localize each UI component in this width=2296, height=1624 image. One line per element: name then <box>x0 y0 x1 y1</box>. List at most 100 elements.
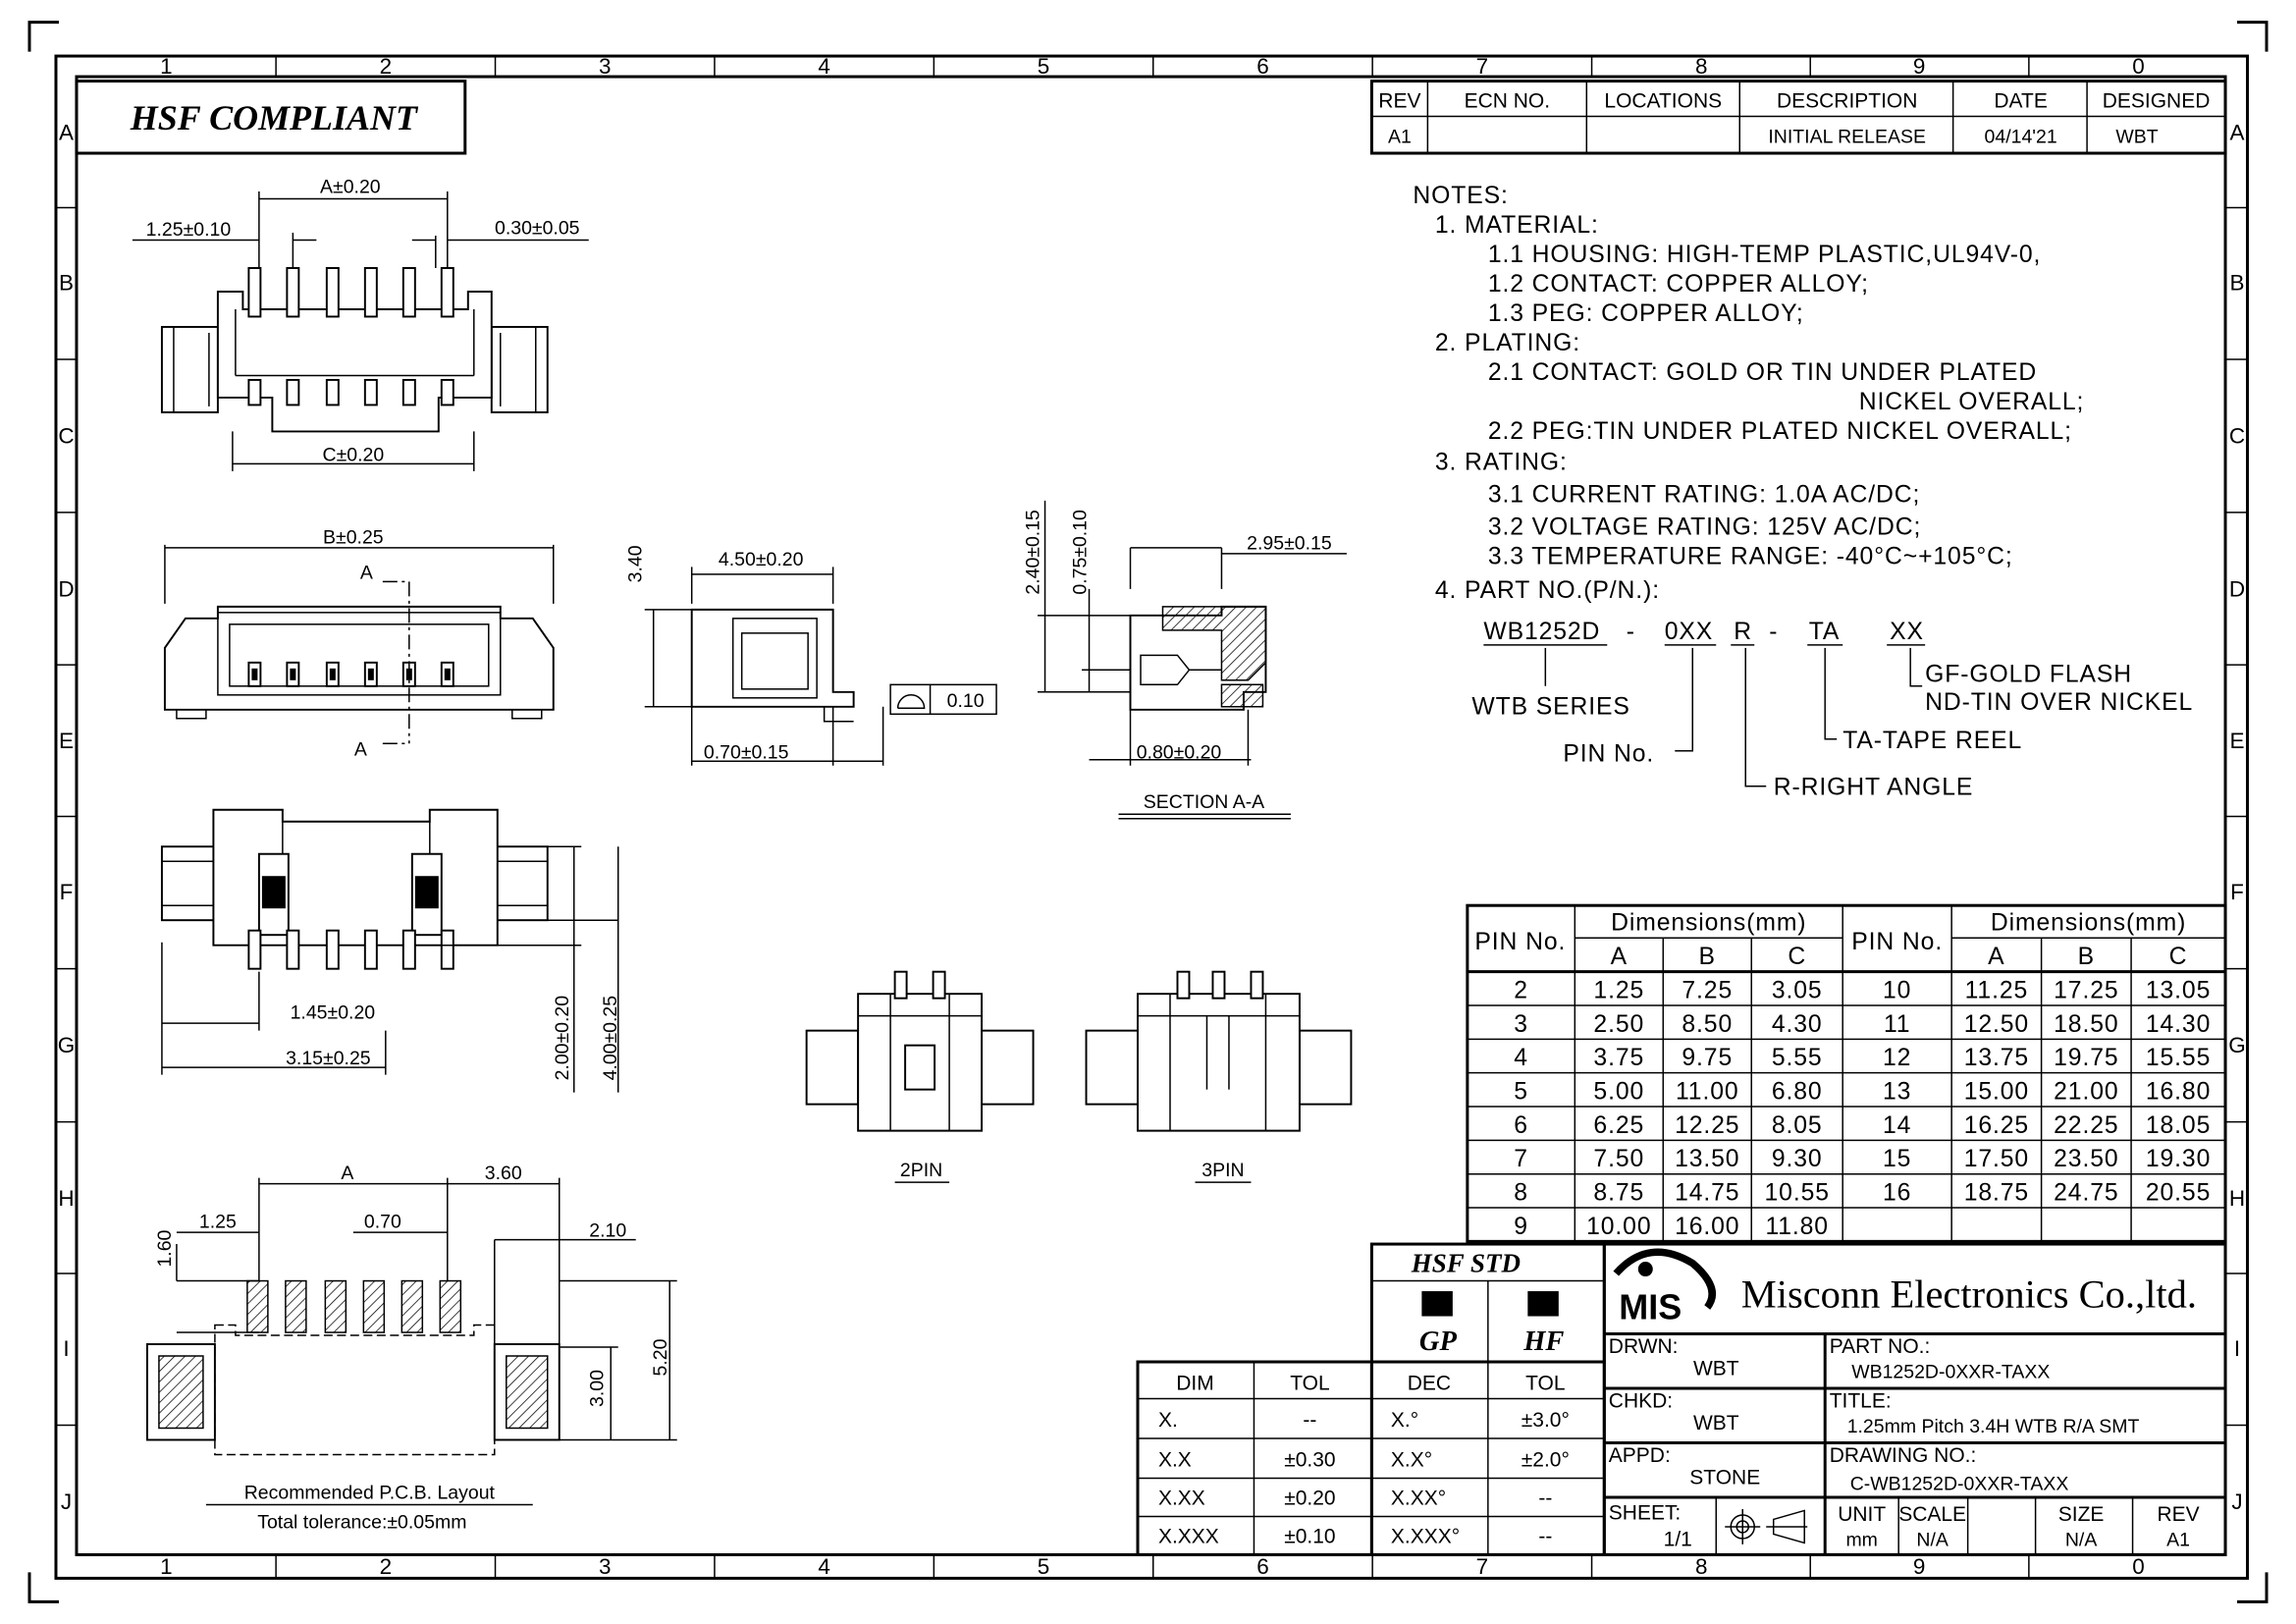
note-line: 2. PLATING: <box>1435 330 1580 356</box>
pcb-pad <box>439 1279 462 1333</box>
zone-row-label: E <box>2230 729 2245 753</box>
contact-pin <box>401 929 416 970</box>
contact-pin <box>363 929 378 970</box>
hsf-compliant-box: HSF COMPLIANT <box>75 80 467 155</box>
dim-h240: 2.40±0.15 <box>1023 510 1044 595</box>
pcb-dim-070: 0.70 <box>364 1212 401 1233</box>
drwn-label: DRWN: <box>1609 1335 1679 1358</box>
table-cell: 14 <box>1883 1112 1911 1139</box>
gp-mark <box>1421 1291 1453 1317</box>
table-cell: 8.75 <box>1593 1180 1644 1207</box>
pcb-pad <box>324 1279 347 1333</box>
table-cell: 17.25 <box>2054 978 2118 1004</box>
dec-cell: X.XX° <box>1391 1487 1446 1509</box>
table-cell: 24.75 <box>2054 1180 2118 1207</box>
note-line: 1.3 PEG: COPPER ALLOY; <box>1488 300 1804 327</box>
rev-label: REV <box>2157 1503 2199 1526</box>
dimensions-header: Dimensions(mm) <box>1991 910 2186 937</box>
pn-dash: - <box>1627 619 1635 645</box>
contact-pin <box>401 378 416 406</box>
drawing-no-value: C-WB1252D-0XXR-TAXX <box>1850 1473 2069 1494</box>
zone-column-label: 1 <box>160 1554 173 1579</box>
contact-pin <box>325 929 340 970</box>
table-cell: 15.55 <box>2146 1045 2211 1071</box>
dec-tol-cell: ±3.0° <box>1522 1409 1570 1432</box>
zone-column-label: 2 <box>380 1554 393 1579</box>
zone-row-label: I <box>63 1336 69 1361</box>
bottom-view: 1.45±0.20 3.15±0.25 2.00±0.20 4.00±0.25 <box>160 808 621 1093</box>
table-cell: 18.50 <box>2054 1011 2118 1038</box>
zone-column-label: 3 <box>599 1554 612 1579</box>
pn-package: TA <box>1809 619 1841 645</box>
table-cell: 16.25 <box>1964 1112 2029 1139</box>
table-cell: 15 <box>1883 1146 1911 1172</box>
contact-pin <box>286 267 300 318</box>
note-line: 2.1 CONTACT: GOLD OR TIN UNDER PLATED <box>1488 359 2037 386</box>
dim-d200: 2.00±0.20 <box>552 996 573 1081</box>
title-label: TITLE: <box>1830 1389 1892 1412</box>
table-cell: 23.50 <box>2054 1146 2118 1172</box>
table-cell: 16.00 <box>1675 1214 1739 1240</box>
section-label: SECTION A-A <box>1144 791 1264 813</box>
description-header: DESCRIPTION <box>1777 90 1917 113</box>
zone-column-label: 2 <box>380 54 393 79</box>
table-cell: 19.75 <box>2054 1045 2118 1071</box>
designed-header: DESIGNED <box>2103 90 2211 113</box>
table-cell: 10.00 <box>1586 1214 1651 1240</box>
table-cell: 12.25 <box>1675 1112 1739 1139</box>
table-cell: 8.50 <box>1682 1011 1733 1038</box>
pcb-dim-a: A <box>341 1163 353 1184</box>
pn-series: WB1252D <box>1483 619 1600 645</box>
contact-pin-hole <box>290 668 296 680</box>
dim-w295: 2.95±0.15 <box>1247 532 1332 554</box>
appd-value: STONE <box>1689 1466 1760 1489</box>
contact-pin <box>440 929 454 970</box>
zone-column-label: 7 <box>1476 54 1489 79</box>
contact-pin <box>325 267 340 318</box>
zone-column-label: 4 <box>818 1554 830 1579</box>
pn-dash: - <box>1769 619 1778 645</box>
zone-row-label: G <box>58 1033 75 1057</box>
dec-cell: X.XXX° <box>1391 1525 1460 1547</box>
zone-row-label: F <box>2230 880 2244 904</box>
third-angle-projection-icon <box>1725 1508 1808 1544</box>
pin-no-header: PIN No. <box>1851 929 1943 955</box>
company-name: Misconn Electronics Co.,ltd. <box>1741 1272 2197 1317</box>
revision-table: REV ECN NO. LOCATIONS DESCRIPTION DATE D… <box>1369 80 2227 155</box>
zone-row-label: E <box>59 729 74 753</box>
contact-pin-hole <box>367 668 374 680</box>
contact-pin <box>363 378 378 406</box>
tol-header: TOL <box>1290 1372 1329 1394</box>
zone-column-label: 8 <box>1695 1554 1708 1579</box>
zone-row-label: A <box>2230 121 2245 145</box>
table-cell: 7.50 <box>1593 1146 1644 1172</box>
note-line: 1.2 CONTACT: COPPER ALLOY; <box>1488 271 1869 298</box>
pn-plating: XX <box>1890 619 1924 645</box>
table-cell: 16 <box>1883 1180 1911 1207</box>
table-cell: 13.05 <box>2146 978 2211 1004</box>
table-cell: 3.05 <box>1772 978 1823 1004</box>
pcb-pad <box>285 1279 307 1333</box>
hf-mark <box>1527 1291 1559 1317</box>
tol-cell: ±0.30 <box>1284 1448 1335 1471</box>
zone-column-label: 1 <box>160 54 173 79</box>
zone-column-label: 9 <box>1913 1554 1926 1579</box>
contact-pin <box>247 378 262 406</box>
note-line: 3.3 TEMPERATURE RANGE: -40°C~+105°C; <box>1488 543 2013 569</box>
pn-angle-label: R-RIGHT ANGLE <box>1774 775 1974 801</box>
table-cell: 22.25 <box>2054 1112 2118 1139</box>
dim-b: B±0.25 <box>323 526 384 548</box>
pcb-pad <box>400 1279 424 1333</box>
dim-cell: X. <box>1158 1409 1178 1432</box>
dim-flatness: 0.10 <box>947 690 985 712</box>
column-header: B <box>1699 944 1716 970</box>
contact-pin <box>247 929 262 970</box>
pn-series-label: WTB SERIES <box>1471 693 1629 720</box>
dim-pin-width: 0.30±0.05 <box>495 218 580 240</box>
pn-pins-label: PIN No. <box>1563 740 1654 767</box>
date-value: 04/14'21 <box>1985 127 2057 148</box>
